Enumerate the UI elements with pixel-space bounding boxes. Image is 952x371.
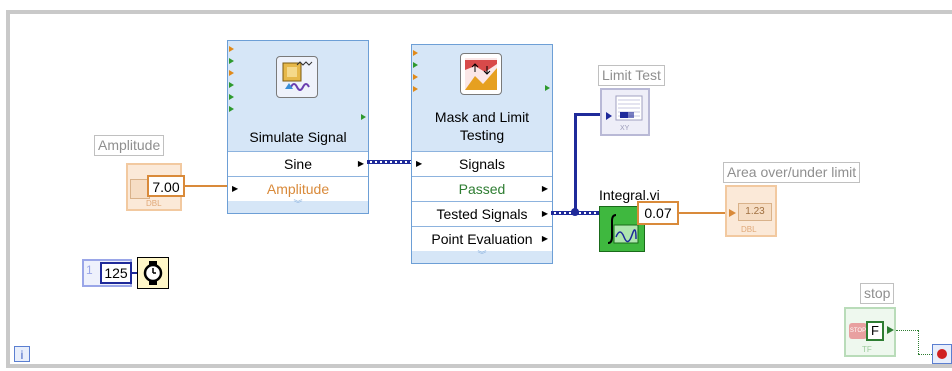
amplitude-label: Amplitude (94, 135, 165, 156)
simulate-signal-vi[interactable]: Simulate Signal Sine ▶ ▶ Amplitude ︾ (227, 40, 369, 214)
stop-type-tag: TF (862, 345, 872, 354)
terminal-arrow-icon (229, 46, 234, 52)
input-terminals (229, 46, 235, 126)
wire-amplitude (185, 185, 228, 187)
terminal-arrow-icon (413, 62, 418, 68)
limit-test-label: Limit Test (598, 65, 665, 86)
input-arrow-icon: ▶ (232, 184, 239, 193)
terminal-arrow-icon (229, 94, 234, 100)
indicator-arrow-icon (729, 209, 736, 217)
mask-row-point-evaluation-label: Point Evaluation (431, 231, 533, 247)
constant-type-mark: 1 (86, 263, 93, 277)
area-label: Area over/under limit (723, 162, 861, 183)
wire-area-output (679, 212, 729, 214)
expand-grip-icon[interactable]: ︾ (477, 250, 487, 260)
mask-row-passed-label: Passed (458, 181, 506, 197)
mask-limit-title: Mask and Limit Testing (412, 108, 552, 144)
integral-output-value[interactable]: 0.07 (637, 201, 679, 225)
terminal-arrow-icon (229, 70, 234, 76)
wire-junction (571, 208, 579, 216)
stop-value[interactable]: F (866, 321, 884, 341)
terminal-arrow-icon (229, 82, 234, 88)
terminal-arrow-icon (361, 114, 366, 120)
mask-row-tested-signals-label: Tested Signals (436, 206, 528, 222)
sim-row-sine[interactable]: Sine ▶ (228, 151, 368, 176)
wire-wait (132, 272, 138, 274)
wire-sine-signal (367, 160, 412, 164)
mask-row-passed[interactable]: Passed ▶ (412, 176, 552, 201)
wire-stop (896, 330, 918, 331)
wire-to-limit-test (574, 113, 604, 116)
area-type-tag: DBL (741, 225, 757, 234)
sim-row-amplitude-label: Amplitude (266, 181, 330, 197)
mask-row-tested-signals[interactable]: Tested Signals ▶ (412, 201, 552, 226)
terminal-arrow-icon (413, 74, 418, 80)
stop-sign-icon (937, 349, 947, 359)
terminal-arrow-icon (229, 106, 234, 112)
wire-stop-to-terminal (918, 354, 932, 355)
loop-condition-terminal[interactable] (932, 344, 952, 364)
mask-row-point-evaluation[interactable]: Point Evaluation ▶ (412, 226, 552, 251)
amplitude-type-tag: DBL (146, 199, 162, 208)
terminal-arrow-icon (545, 85, 550, 91)
wire-stop-down (918, 330, 919, 354)
area-indicator[interactable]: 1.23 DBL (725, 185, 777, 237)
output-arrow-icon: ▶ (357, 159, 364, 168)
sim-row-amplitude[interactable]: ▶ Amplitude (228, 176, 368, 201)
graph-indicator-icon: XY (606, 95, 643, 132)
stop-output-arrow-icon (887, 326, 894, 334)
mask-limit-title-line2: Testing (459, 127, 505, 143)
output-arrow-icon: ▶ (541, 184, 548, 193)
wait-ms-function[interactable] (137, 257, 169, 289)
limit-test-indicator[interactable]: XY (600, 88, 650, 136)
stop-label: stop (860, 283, 895, 304)
integral-icon (607, 214, 639, 244)
mask-limit-icon (460, 53, 502, 95)
mask-row-signals[interactable]: ▶ Signals (412, 151, 552, 176)
output-arrow-icon: ▶ (541, 209, 548, 218)
simulate-signal-icon (276, 56, 318, 98)
area-value: 1.23 (738, 203, 772, 221)
wait-constant-value[interactable]: 125 (100, 262, 132, 284)
terminal-arrow-icon (229, 58, 234, 64)
simulate-signal-title: Simulate Signal (249, 129, 347, 145)
input-arrow-icon: ▶ (416, 159, 423, 168)
terminal-arrow-icon (413, 50, 418, 56)
input-terminals (413, 50, 419, 110)
output-arrow-icon: ▶ (541, 234, 548, 243)
watch-icon (143, 261, 163, 285)
mask-row-signals-label: Signals (459, 156, 505, 172)
mask-limit-title-line1: Mask and Limit (434, 109, 530, 125)
amplitude-value[interactable]: 7.00 (147, 175, 185, 197)
mask-limit-vi[interactable]: Mask and Limit Testing ▶ Signals Passed … (411, 44, 553, 264)
iteration-terminal: i (14, 346, 30, 362)
svg-text:XY: XY (620, 125, 630, 132)
sim-row-sine-label: Sine (283, 156, 313, 172)
expand-grip-icon[interactable]: ︾ (293, 199, 303, 209)
terminal-arrow-icon (413, 86, 418, 92)
wire-to-limit-test-vertical (574, 115, 577, 214)
stop-glyph: STOP (849, 323, 867, 339)
integral-label: Integral.vi (599, 187, 660, 203)
